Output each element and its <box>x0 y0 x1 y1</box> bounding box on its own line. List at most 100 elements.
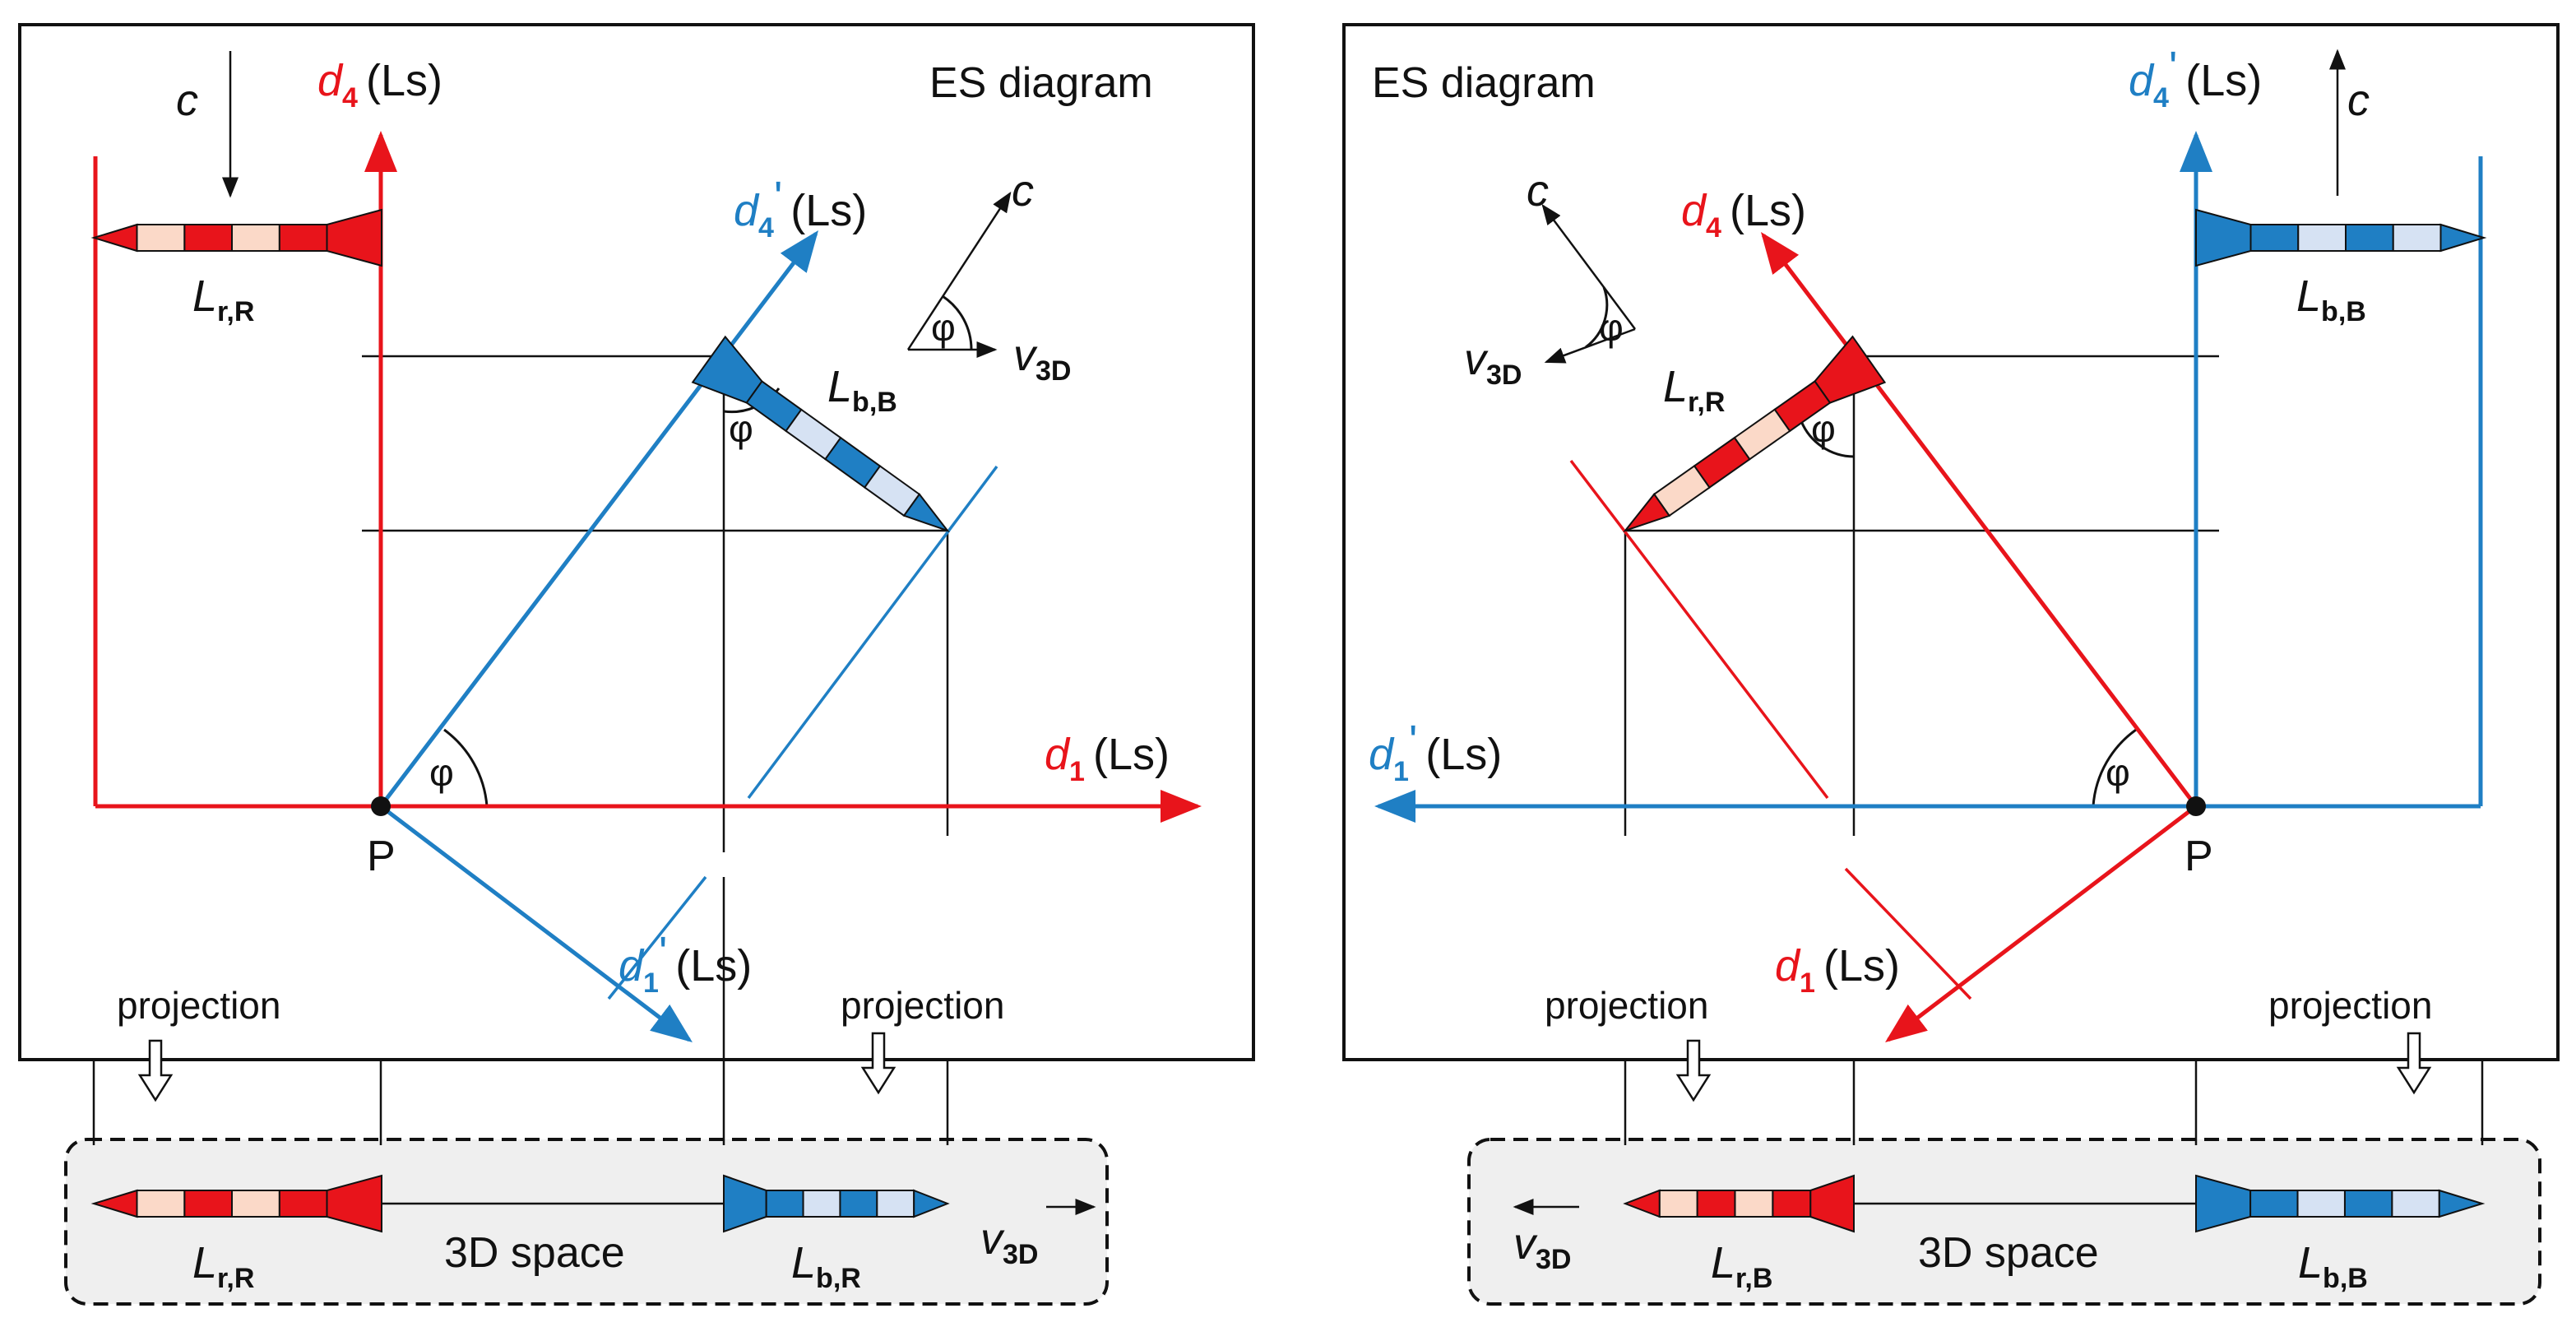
left-point-p <box>371 796 391 816</box>
left-d4p-axis-label: d4'(Ls) <box>734 173 867 244</box>
left-phi-origin: φ <box>429 751 454 794</box>
left-3d-v3d-label: v3D <box>980 1214 1038 1270</box>
rocket-body-segment <box>2343 1190 2393 1218</box>
right-red-simultaneity-lines <box>1569 459 1972 1000</box>
left-point-p-label: P <box>367 833 396 880</box>
right-frame <box>1342 23 2560 1061</box>
rocket-nose <box>2439 223 2487 253</box>
right-panel: ES diagram c c φ φ φ P projection projec… <box>1342 23 2560 1306</box>
right-projection-arrow-1 <box>1675 1039 1712 1102</box>
rocket-body-segment <box>2345 224 2394 252</box>
right-projection-arrow-2 <box>2396 1032 2432 1095</box>
left-d4-axis-label: d4(Ls) <box>317 56 442 114</box>
rocket-body-segment <box>1696 1190 1736 1218</box>
left-3d-rocket-red-label: Lr,R <box>192 1238 254 1294</box>
right-d4-axis-label: d4(Ls) <box>1681 186 1806 244</box>
rocket-body-segment <box>2296 1190 2346 1218</box>
right-3d-space-box <box>1467 1138 2541 1306</box>
rocket-body-segment <box>765 1190 804 1218</box>
left-frame <box>18 23 1255 1061</box>
left-d1-axis-label: d1(Ls) <box>1045 730 1170 787</box>
right-point-p <box>2186 796 2206 816</box>
left-rocket-blue-es <box>691 335 950 533</box>
right-d1p-axis-label: d1'(Ls) <box>1369 717 1502 787</box>
left-projection-arrow-1 <box>137 1039 174 1102</box>
right-3d-v3d-label: v3D <box>1513 1219 1571 1275</box>
rocket-body-segment <box>1772 1190 1812 1218</box>
rocket-body-segment <box>278 1190 328 1218</box>
rocket-nose <box>90 1189 138 1218</box>
rocket-body-segment <box>183 224 233 252</box>
rocket-nose <box>90 223 138 253</box>
right-v3d-label: v3D <box>1464 335 1522 391</box>
left-blue-simultaneity-lines <box>607 465 998 1000</box>
rocket-body-segment <box>2249 1190 2299 1218</box>
rocket-body-segment <box>2249 224 2300 252</box>
left-projection-label-1: projection <box>117 984 280 1027</box>
left-rocket-blue-label: Lb,B <box>827 362 897 418</box>
rocket-body-segment <box>183 1190 233 1218</box>
left-v3d-label: v3D <box>1013 331 1071 387</box>
left-phi-arc-origin <box>443 728 489 807</box>
right-3d-rocket-red-label: Lr,B <box>1711 1238 1772 1294</box>
right-helper-lines <box>1513 49 2484 1215</box>
rocket-body-segment <box>2392 224 2442 252</box>
right-phi-small: φ <box>1599 306 1624 349</box>
right-d4p-axis-label: d4'(Ls) <box>2129 43 2262 114</box>
right-rocket-blue-label: Lb,B <box>2296 271 2366 327</box>
left-c-label: c <box>176 76 198 125</box>
left-rocket-red-es <box>90 208 382 267</box>
rocket-body-segment <box>136 224 186 252</box>
right-phi-rocket: φ <box>1811 407 1836 450</box>
left-helper-lines <box>92 51 1096 1215</box>
left-d1p-axis-label: d1'(Ls) <box>619 928 752 999</box>
rocket-body-segment <box>2297 224 2347 252</box>
right-3d-rocket-blue-label: Lb,B <box>2298 1238 2368 1294</box>
left-3d-space-box <box>64 1138 1109 1306</box>
rocket-body-segment <box>876 1190 915 1218</box>
right-phi-arc-small <box>1585 286 1609 349</box>
right-rocket-red-label: Lr,R <box>1663 362 1725 418</box>
rocket-nose <box>902 493 950 533</box>
left-projection-arrow-2 <box>860 1032 897 1095</box>
rocket-body-segment <box>231 1190 280 1218</box>
right-c-label: c <box>2347 76 2370 125</box>
rocket-body-segment <box>839 1190 878 1218</box>
left-projection-label-2: projection <box>841 984 1004 1027</box>
rocket-body-segment <box>278 224 328 252</box>
right-d1-axis-label: d1(Ls) <box>1775 941 1900 999</box>
rocket-body-segment <box>2391 1190 2440 1218</box>
right-rocket-blue-3d <box>2195 1174 2486 1233</box>
right-phi-arc-origin <box>2092 726 2139 807</box>
right-point-p-label: P <box>2185 833 2213 880</box>
rocket-nose <box>1623 1189 1661 1218</box>
left-phi-arc-small <box>942 295 973 350</box>
right-phi-arc-rocket <box>1800 420 1855 458</box>
left-title: ES diagram <box>929 59 1153 107</box>
right-phi-origin: φ <box>2106 751 2130 794</box>
left-blue-axes <box>379 230 819 1043</box>
right-title: ES diagram <box>1372 59 1596 107</box>
right-rocket-blue-es <box>2195 208 2487 267</box>
left-c-label-small: c <box>1012 166 1034 216</box>
rocket-body-segment <box>1734 1190 1774 1218</box>
rocket-body-segment <box>1658 1190 1698 1218</box>
right-3d-space-label: 3D space <box>1918 1229 2099 1277</box>
right-rocket-red-es <box>1623 335 1887 533</box>
left-panel: ES diagram c c φ φ φ P projection projec… <box>18 23 1255 1306</box>
left-phi-small: φ <box>931 306 956 349</box>
rocket-body-segment <box>802 1190 841 1218</box>
left-phi-rocket: φ <box>729 407 753 450</box>
rocket-nose <box>1623 493 1671 533</box>
rocket-body-segment <box>136 1190 186 1218</box>
left-rocket-blue-3d <box>723 1174 950 1233</box>
rocket-nose <box>913 1189 950 1218</box>
left-rocket-red-3d <box>90 1174 382 1233</box>
right-projection-label-2: projection <box>2268 984 2432 1027</box>
left-rocket-red-label: Lr,R <box>192 271 254 327</box>
right-c-label-small: c <box>1527 166 1549 216</box>
right-red-axes <box>1760 232 2198 1043</box>
left-3d-space-label: 3D space <box>444 1229 625 1277</box>
right-rocket-red-3d <box>1623 1174 1855 1233</box>
